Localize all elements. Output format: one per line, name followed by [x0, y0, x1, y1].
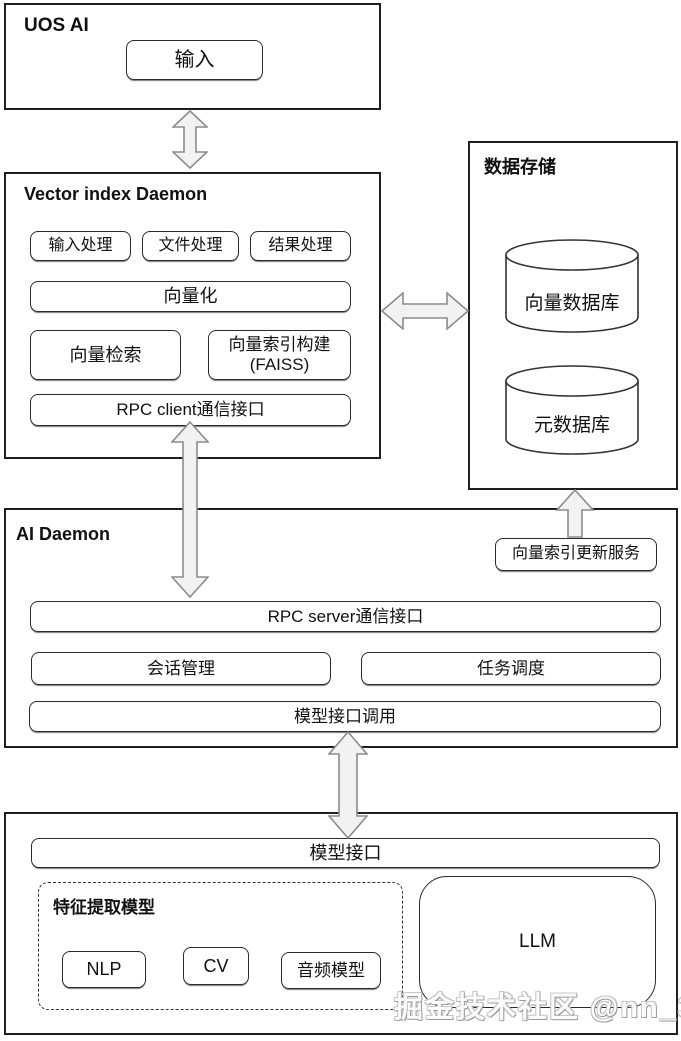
input-node: 输入: [126, 40, 263, 80]
vector-index-build-line1: 向量索引构建: [228, 335, 331, 355]
session-management-node: 会话管理: [31, 652, 331, 685]
model-interface-node: 模型接口: [31, 838, 660, 868]
vectorize-node: 向量化: [30, 281, 351, 312]
result-processing-node: 结果处理: [250, 231, 351, 261]
vector-database-cylinder-icon: [505, 239, 639, 333]
ai-daemon-title: AI Daemon: [16, 524, 111, 544]
rpc-client-node: RPC client通信接口: [30, 394, 351, 426]
feature-extraction-models-title: 特征提取模型: [53, 898, 155, 917]
file-processing-node: 文件处理: [142, 231, 239, 261]
cv-node: CV: [183, 947, 249, 985]
vector-index-build-node: 向量索引构建 (FAISS): [208, 330, 351, 380]
uos-ai-box: UOS AI: [4, 3, 381, 110]
model-call-node: 模型接口调用: [29, 701, 661, 732]
vector-index-update-service-node: 向量索引更新服务: [495, 538, 657, 571]
llm-node: LLM: [419, 876, 656, 1008]
meta-database-cylinder-icon: [505, 365, 639, 455]
watermark: 掘金技术社区 @nn_30: [394, 992, 681, 1024]
bidirectional-vertical-arrow-icon: [172, 110, 208, 169]
up-arrow-icon: [556, 489, 594, 538]
vector-index-build-line2: (FAISS): [249, 355, 310, 374]
task-scheduling-node: 任务调度: [361, 652, 661, 685]
bidirectional-vertical-arrow-icon: [171, 421, 209, 598]
nlp-node: NLP: [62, 951, 146, 988]
rpc-server-node: RPC server通信接口: [30, 601, 661, 632]
vector-index-daemon-title: Vector index Daemon: [24, 184, 208, 204]
bidirectional-vertical-arrow-icon: [328, 731, 368, 839]
audio-model-node: 音频模型: [281, 952, 381, 989]
meta-database-label: 元数据库: [533, 415, 610, 436]
vector-database-label: 向量数据库: [524, 293, 620, 314]
bidirectional-horizontal-arrow-icon: [381, 292, 469, 330]
feature-extraction-models-box: 特征提取模型: [38, 882, 403, 1010]
uos-ai-title: UOS AI: [24, 15, 89, 36]
vector-search-node: 向量检索: [30, 330, 181, 380]
input-processing-node: 输入处理: [30, 231, 131, 261]
data-storage-title: 数据存储: [484, 157, 556, 177]
